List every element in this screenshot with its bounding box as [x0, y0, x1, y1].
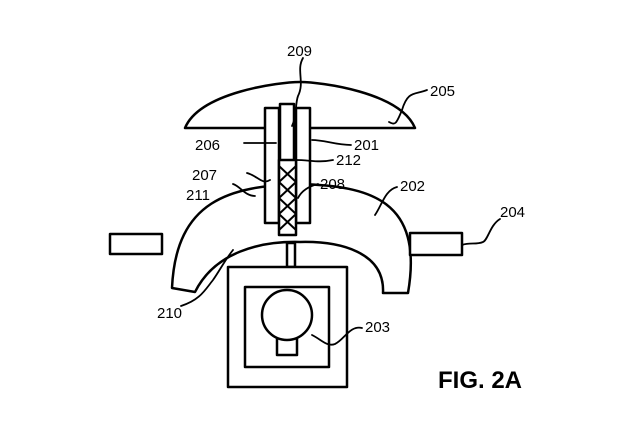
arched-body	[170, 182, 413, 295]
leader-201	[311, 139, 352, 146]
ref-201: 201	[354, 137, 379, 154]
leader-210	[180, 249, 234, 307]
leader-205	[388, 89, 428, 125]
ref-208: 208	[320, 176, 345, 193]
ref-203: 203	[365, 319, 390, 336]
left-side-block	[108, 232, 164, 256]
leader-204	[461, 218, 501, 246]
left-outer-sleeve	[263, 106, 281, 225]
central-shaft	[278, 102, 296, 164]
ref-205: 205	[430, 83, 455, 100]
leader-211	[232, 183, 256, 197]
right-side-block	[408, 231, 464, 257]
inner-stem	[277, 158, 298, 237]
ref-207: 207	[192, 167, 217, 184]
motor-ball	[260, 288, 314, 342]
leader-207	[246, 172, 271, 183]
ref-206: 206	[195, 137, 220, 154]
figure-title: FIG. 2A	[438, 367, 522, 394]
leader-212	[295, 159, 334, 163]
leader-208	[297, 183, 319, 199]
leader-209	[291, 57, 304, 127]
ref-202: 202	[400, 178, 425, 195]
ref-212: 212	[336, 152, 361, 169]
connecting-neck	[285, 241, 297, 269]
ref-209: 209	[287, 43, 312, 60]
ref-211: 211	[186, 187, 210, 204]
spring-element	[278, 165, 297, 231]
leader-203	[311, 326, 363, 346]
right-outer-sleeve	[294, 106, 312, 225]
ref-204: 204	[500, 204, 525, 221]
leader-202	[374, 186, 398, 216]
ref-210: 210	[157, 305, 182, 322]
